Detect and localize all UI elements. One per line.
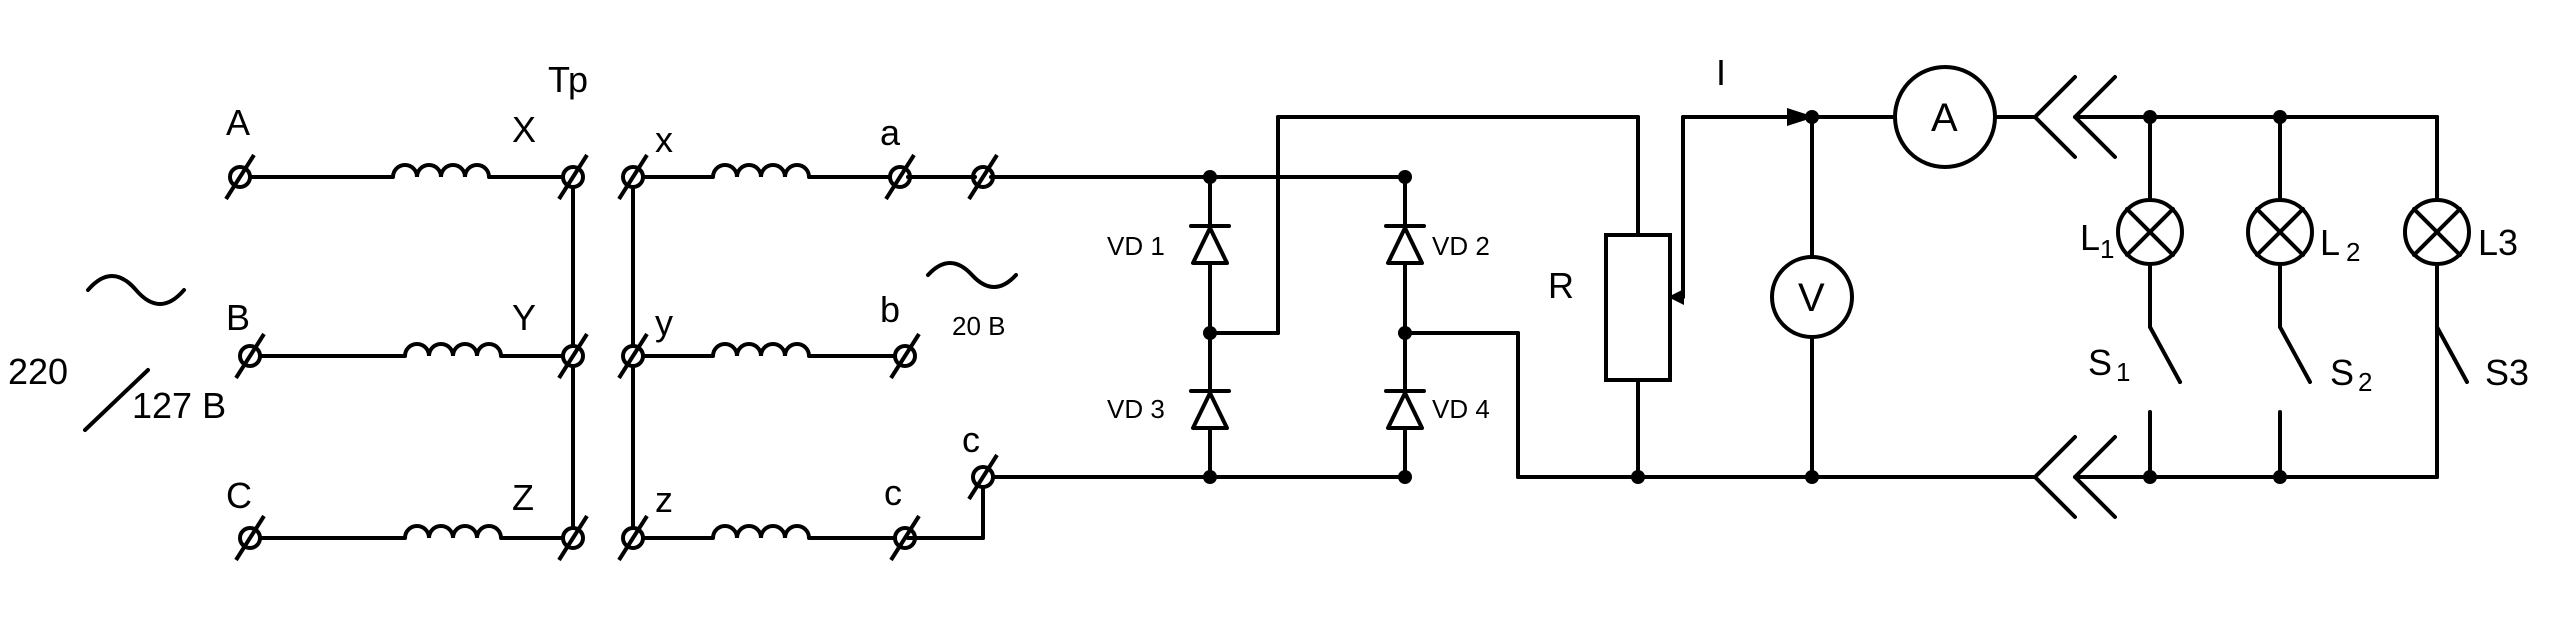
label-in-b: B: [226, 297, 250, 338]
label-s3: S3: [2485, 352, 2529, 393]
terminal-y-cap: [557, 332, 589, 380]
label-voltmeter: V: [1798, 276, 1825, 320]
label-l1: L1: [2080, 217, 2115, 264]
terminal-c-in: [234, 514, 266, 562]
label-r: R: [1548, 265, 1574, 306]
diode-vd1: [1189, 224, 1231, 265]
load-wiring: [1516, 115, 2037, 479]
voltage-slash: [83, 368, 150, 432]
label-y-low: y: [655, 302, 673, 343]
label-220: 220: [8, 351, 68, 392]
label-out-a: a: [880, 112, 901, 153]
lamp-l1: [2116, 198, 2184, 266]
label-vd2: VD 2: [1432, 231, 1490, 261]
diode-vd2: [1384, 224, 1426, 265]
primary-winding-c: [248, 524, 572, 540]
diode-vd4: [1384, 389, 1426, 430]
label-20b: 20 B: [952, 311, 1006, 341]
secondary-winding-c: [634, 524, 902, 540]
voltmeter: [1770, 255, 1854, 339]
label-vd4: VD 4: [1432, 394, 1490, 424]
terminal-b-in: [234, 332, 266, 380]
terminal-x-cap: [557, 153, 589, 201]
label-transformer: Тр: [548, 59, 588, 100]
label-ammeter: A: [1931, 96, 1958, 140]
label-y-cap: Y: [512, 297, 536, 338]
label-z-cap: Z: [512, 477, 534, 518]
lamp-l3: [2403, 198, 2471, 479]
ac-symbol-input: [86, 274, 186, 306]
label-127b: 127 B: [132, 385, 226, 426]
terminal-z-cap: [557, 514, 589, 562]
label-in-a: A: [226, 102, 250, 143]
label-z-low: z: [655, 479, 673, 520]
label-out-c2: c: [962, 419, 980, 460]
ammeter: [1893, 65, 1997, 169]
label-i: I: [1716, 52, 1726, 93]
label-out-b: b: [880, 289, 900, 330]
terminal-x-low: [617, 153, 649, 201]
primary-winding-a: [248, 163, 572, 179]
label-out-c1: c: [884, 472, 902, 513]
lamp-bus: [2073, 115, 2439, 479]
label-vd3: VD 3: [1107, 394, 1165, 424]
terminal-a-in: [224, 153, 256, 201]
terminal-y-low: [617, 332, 649, 380]
diode-vd3: [1189, 389, 1231, 430]
primary-winding-b: [248, 342, 572, 358]
terminal-z-low: [617, 514, 649, 562]
secondary-winding-b: [634, 342, 902, 358]
bridge-wiring: [906, 115, 1640, 540]
label-vd1: VD 1: [1107, 231, 1165, 261]
label-l3: L3: [2478, 222, 2518, 263]
rheostat-r: [1604, 233, 1684, 382]
secondary-winding-a: [634, 163, 902, 179]
current-arrow: [1787, 108, 1815, 126]
label-x-low: x: [655, 119, 673, 160]
terminal-b-out: [889, 332, 921, 380]
ac-symbol-output: [926, 261, 1018, 289]
label-in-c: C: [226, 475, 252, 516]
label-x-cap: X: [512, 109, 536, 150]
lamp-l2: [2246, 198, 2314, 266]
